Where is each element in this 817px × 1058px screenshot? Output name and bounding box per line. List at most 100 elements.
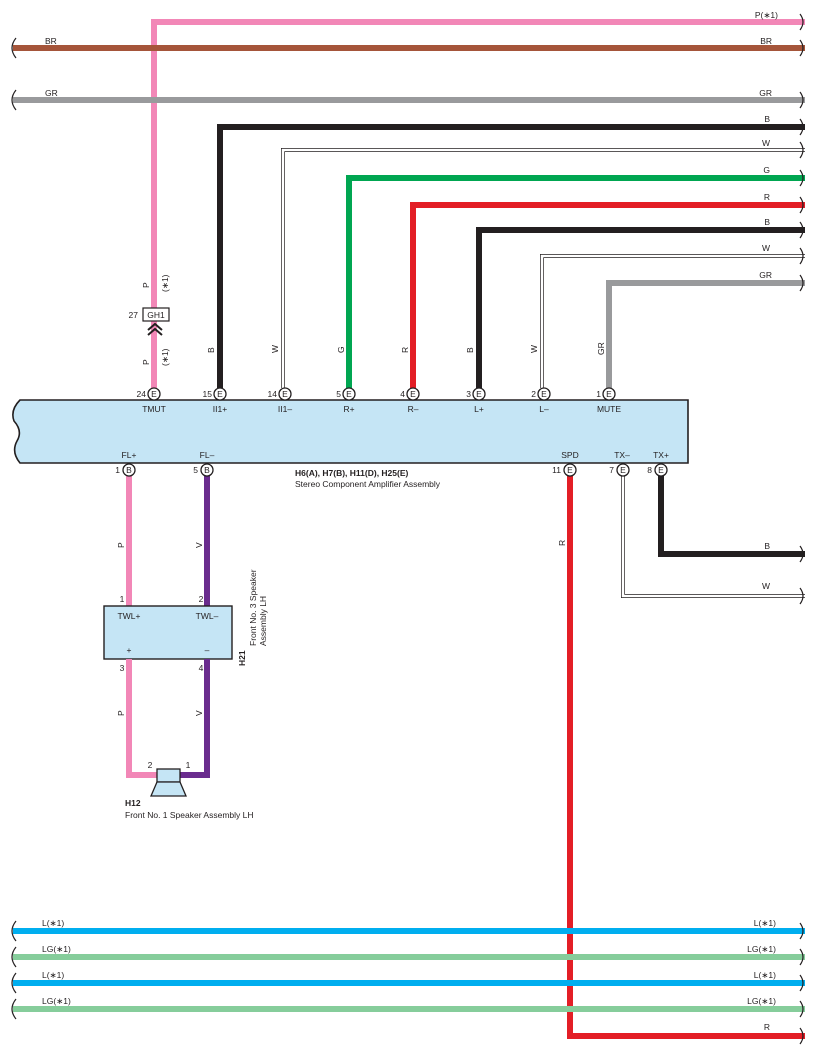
- amp-pin-lplus-num: 3: [466, 389, 471, 399]
- vlabel-spd-r: R: [557, 540, 567, 546]
- speaker1-pin-left: 2: [148, 760, 153, 770]
- amp-pin-rminus-conn: E: [410, 389, 416, 399]
- speaker3-code: H21: [237, 650, 247, 666]
- amp-bottom-pins: B 1 B 5 E 11 E 7 E 8: [115, 463, 668, 477]
- amplifier-body: [12, 399, 689, 464]
- wire-label-lg1-right: LG(∗1): [747, 944, 776, 954]
- speaker3-label-plus: +: [127, 645, 132, 655]
- vlabel-w2: W: [529, 345, 539, 353]
- amp-pin-rplus-conn: E: [346, 389, 352, 399]
- amp-pin-flplus-label: FL+: [122, 450, 137, 460]
- speaker3-name-line1: Front No. 3 Speaker: [248, 569, 258, 646]
- wire-label-br-right: BR: [760, 36, 772, 46]
- vlabel-p-upper: P: [141, 282, 151, 288]
- wire-r-rminus: [410, 202, 805, 388]
- vlabel-p-lower: P: [141, 359, 151, 365]
- vlabel-speaker3-lower-p: P: [116, 710, 126, 716]
- amp-pin-ii1plus-conn: E: [217, 389, 223, 399]
- amp-pin-flplus-conn: B: [126, 465, 132, 475]
- speaker3-label-minus: –: [205, 645, 210, 655]
- amp-pin-rminus-num: 4: [400, 389, 405, 399]
- amp-pin-spd-num: 11: [552, 465, 561, 475]
- amp-pin-ii1minus-conn: E: [282, 389, 288, 399]
- speaker3-pin-bottom-left: 3: [120, 663, 125, 673]
- wire-label-w2: W: [762, 243, 770, 253]
- wire-p-speaker1: [126, 659, 158, 778]
- wire-g-rplus: [346, 175, 805, 388]
- wire-b-ii1plus: [217, 124, 805, 388]
- amp-pin-lminus-conn: E: [541, 389, 547, 399]
- speaker3-label-twl-minus: TWL–: [196, 611, 219, 621]
- amp-pin-lplus-conn: E: [476, 389, 482, 399]
- speaker3-pin-top-left: 1: [120, 594, 125, 604]
- amp-pin-txminus-label: TX–: [614, 450, 630, 460]
- amp-pin-spd: E 11: [552, 463, 577, 477]
- amp-pin-ii1plus-label: II1+: [213, 404, 227, 414]
- amp-pin-flplus-num: 1: [115, 465, 120, 475]
- amp-top-pins: E 24 TMUT E 15 II1+ E 14 II1– E 5 R+ E 4…: [137, 387, 621, 414]
- amp-pin-txminus-num: 7: [609, 465, 614, 475]
- amp-pin-rminus: E 4 R–: [400, 387, 420, 414]
- amp-pin-tmut: E 24 TMUT: [137, 387, 166, 414]
- vlabel-g1: G: [336, 346, 346, 353]
- speaker-cone-icon: [150, 781, 187, 797]
- junction-gh1-pin: 27: [129, 310, 139, 320]
- amp-pin-flminus-conn: B: [204, 465, 210, 475]
- wire-label-br-left: BR: [45, 36, 57, 46]
- vlabel-b2: B: [465, 347, 475, 353]
- speaker3-pin-top-right: 2: [199, 594, 204, 604]
- wire-gr-mute: [606, 280, 805, 388]
- amp-pin-lminus: E 2 L–: [531, 387, 551, 414]
- speaker3-assembly: 1 2 TWL+ TWL– + – 3 4 H21 Front No. 3 Sp…: [103, 569, 268, 673]
- amp-pin-flminus-label: FL–: [200, 450, 215, 460]
- vlabel-speaker3-upper-v: V: [194, 542, 204, 548]
- amp-pin-tmut-conn: E: [151, 389, 157, 399]
- wire-label-l1-right: L(∗1): [754, 918, 776, 928]
- vlabel-p-upper-note: (∗1): [160, 274, 170, 292]
- wire-b-lplus: [476, 227, 805, 388]
- break-marks-bottom: [11, 920, 804, 1045]
- wire-label-g1: G: [763, 165, 770, 175]
- wire-w-lminus-core: [540, 254, 805, 388]
- amplifier-name: Stereo Component Amplifier Assembly: [295, 479, 441, 489]
- wire-label-spd-r: R: [764, 1022, 770, 1032]
- speaker1-code: H12: [125, 798, 141, 808]
- amp-pin-mute-label: MUTE: [597, 404, 621, 414]
- vlabel-b1: B: [206, 347, 216, 353]
- wire-label-l2-left: L(∗1): [42, 970, 64, 980]
- wire-label-b2: B: [764, 217, 770, 227]
- amp-pin-rplus: E 5 R+: [336, 387, 356, 414]
- amp-pin-txplus-conn: E: [658, 465, 664, 475]
- junction-gh1-label: GH1: [147, 310, 165, 320]
- vlabel-w1: W: [270, 345, 280, 353]
- wire-label-gr-left: GR: [45, 88, 58, 98]
- vlabel-r1: R: [400, 347, 410, 353]
- amp-pin-spd-label: SPD: [561, 450, 578, 460]
- amp-pin-spd-conn: E: [567, 465, 573, 475]
- break-marks-right-mid: [799, 545, 804, 605]
- break-marks-left-top: [11, 37, 17, 111]
- vlabel-speaker3-upper-p: P: [116, 542, 126, 548]
- speaker3-pin-bottom-right: 4: [199, 663, 204, 673]
- amp-pin-ii1minus-num: 14: [268, 389, 278, 399]
- amp-pin-txminus: E 7: [609, 463, 630, 477]
- wire-label-gr2: GR: [759, 270, 772, 280]
- wire-label-r1: R: [764, 192, 770, 202]
- amp-pin-rminus-label: R–: [408, 404, 419, 414]
- amp-pin-txplus-label: TX+: [653, 450, 669, 460]
- amp-pin-mute-num: 1: [596, 389, 601, 399]
- wire-label-lg2-left: LG(∗1): [42, 996, 71, 1006]
- speaker1-name: Front No. 1 Speaker Assembly LH: [125, 810, 254, 820]
- vertical-wire-labels: P (∗1) P (∗1) B W G R B W GR: [141, 274, 606, 366]
- amp-pin-lplus-label: L+: [474, 404, 484, 414]
- amp-pin-ii1minus-label: II1–: [278, 404, 292, 414]
- junction-gh1: GH1 27: [129, 307, 170, 336]
- speaker3-label-twl-plus: TWL+: [118, 611, 141, 621]
- amp-pin-mute-conn: E: [606, 389, 612, 399]
- wire-label-tx-w: W: [762, 581, 770, 591]
- wire-b-txplus: [658, 476, 805, 557]
- wire-label-w1: W: [762, 138, 770, 148]
- amp-pin-txplus-num: 8: [647, 465, 652, 475]
- speaker1-pin-right: 1: [186, 760, 191, 770]
